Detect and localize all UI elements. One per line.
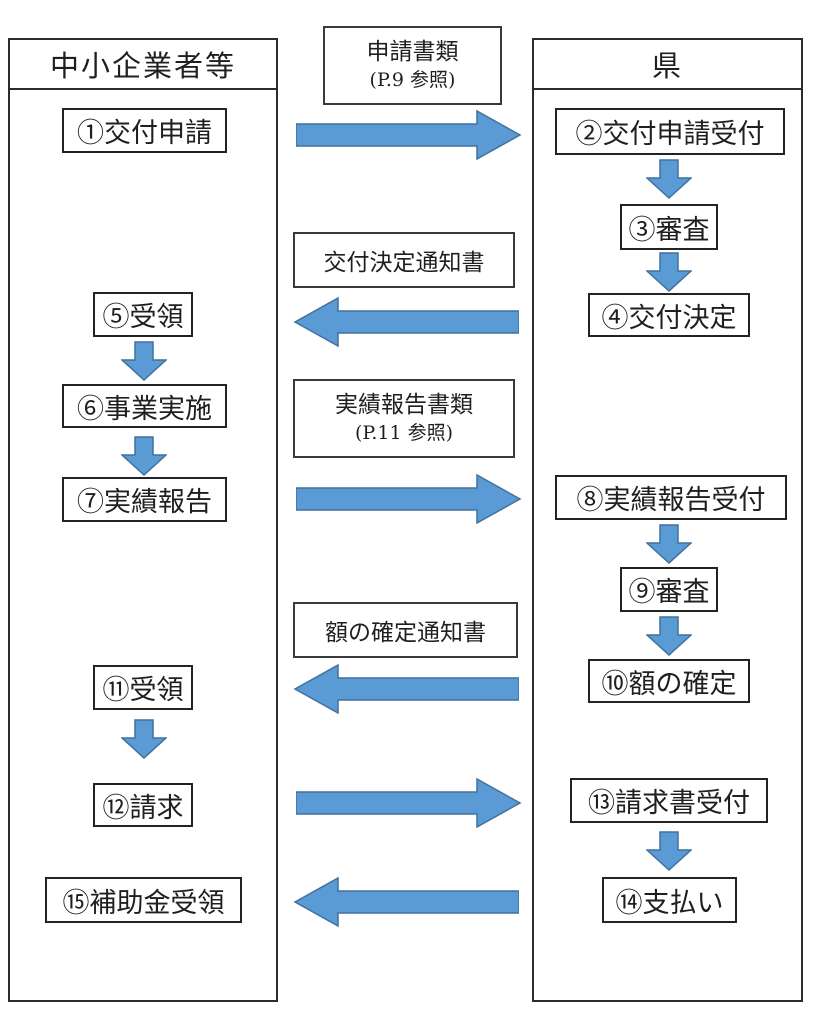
arrow-left-payment-icon bbox=[293, 876, 519, 928]
arrow-down-icon bbox=[646, 252, 692, 292]
step-13-invoice-reception: ⑬請求書受付 bbox=[570, 778, 768, 823]
arrow-down-icon bbox=[121, 341, 167, 381]
label-performance-report-page-ref: (P.11 参照) bbox=[354, 422, 453, 445]
step-10-amount-confirmation: ⑩額の確定 bbox=[588, 659, 750, 703]
label-application-documents-title: 申請書類 bbox=[366, 39, 459, 66]
step-1-grant-application: ①交付申請 bbox=[62, 108, 227, 153]
label-application-documents: 申請書類 (P.9 参照) bbox=[323, 26, 502, 105]
label-amount-confirmation-notice: 額の確定通知書 bbox=[293, 602, 518, 658]
step-11-receipt: ⑪受領 bbox=[93, 665, 193, 710]
arrow-down-icon bbox=[121, 436, 167, 476]
step-9-review: ⑨審査 bbox=[620, 567, 718, 612]
label-performance-report-title: 実績報告書類 bbox=[335, 392, 473, 419]
left-column-title: 中小企業者等 bbox=[49, 49, 236, 83]
arrow-left-amount-confirmation-icon bbox=[293, 663, 519, 715]
step-14-payment: ⑭支払い bbox=[602, 877, 737, 923]
arrow-down-icon bbox=[121, 719, 167, 759]
arrow-right-invoice-icon bbox=[296, 777, 522, 829]
step-3-review: ③審査 bbox=[620, 204, 718, 250]
arrow-right-application-icon bbox=[296, 109, 522, 161]
step-5-receipt: ⑤受領 bbox=[93, 292, 193, 337]
label-performance-report-documents: 実績報告書類 (P.11 参照) bbox=[293, 379, 515, 458]
step-6-project-implementation: ⑥事業実施 bbox=[62, 384, 227, 428]
right-column-title: 県 bbox=[651, 49, 683, 83]
arrow-left-grant-decision-icon bbox=[293, 296, 519, 348]
step-2-application-reception: ②交付申請受付 bbox=[555, 108, 785, 155]
step-4-grant-decision: ④交付決定 bbox=[588, 293, 750, 337]
step-8-report-reception: ⑧実績報告受付 bbox=[555, 475, 787, 520]
arrow-down-icon bbox=[646, 159, 692, 199]
step-15-subsidy-receipt: ⑮補助金受領 bbox=[45, 877, 242, 923]
arrow-right-performance-report-icon bbox=[296, 473, 522, 525]
left-column-header: 中小企業者等 bbox=[10, 40, 276, 90]
right-column-header: 県 bbox=[534, 40, 801, 90]
label-application-documents-page-ref: (P.9 参照) bbox=[369, 69, 456, 92]
label-grant-decision-notice: 交付決定通知書 bbox=[293, 232, 515, 288]
step-7-performance-report: ⑦実績報告 bbox=[62, 477, 227, 522]
arrow-down-icon bbox=[646, 616, 692, 656]
arrow-down-icon bbox=[646, 524, 692, 564]
arrow-down-icon bbox=[646, 831, 692, 871]
step-12-invoice: ⑫請求 bbox=[93, 783, 193, 827]
